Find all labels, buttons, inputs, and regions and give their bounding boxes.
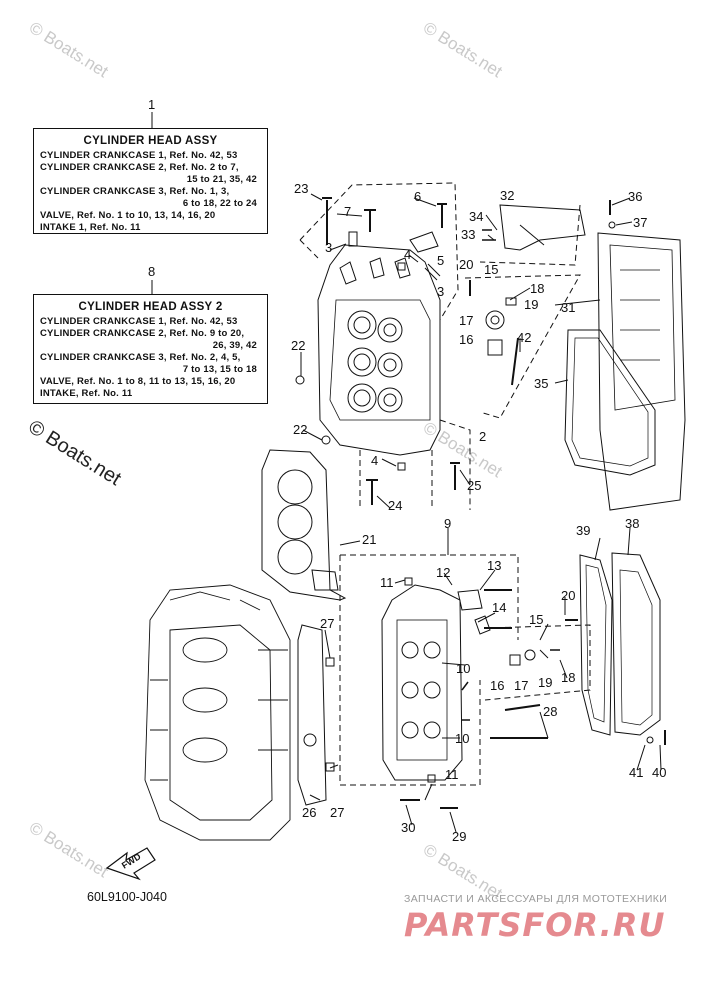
callout-19: 19 <box>538 675 553 690</box>
legend-line: CYLINDER CRANKCASE 1, Ref. No. 42, 53 <box>40 316 238 327</box>
callout-35: 35 <box>534 376 549 391</box>
callout-12: 12 <box>436 565 451 580</box>
legend-line: CYLINDER CRANKCASE 3, Ref. No. 1, 3, <box>40 186 230 197</box>
callout-26: 26 <box>302 805 317 820</box>
head-gasket <box>261 449 347 601</box>
callout-32: 32 <box>500 188 515 203</box>
callout-37: 37 <box>633 215 648 230</box>
callout-3: 3 <box>325 240 333 255</box>
callout-21: 21 <box>362 532 377 547</box>
lower-cylinder-head <box>381 584 463 781</box>
callout-6: 6 <box>414 189 422 204</box>
legend-cylinder-head-assy: CYLINDER HEAD ASSY CYLINDER CRANKCASE 1,… <box>33 128 268 234</box>
callout-16: 16 <box>459 332 474 347</box>
legend-line: CYLINDER CRANKCASE 3, Ref. No. 2, 4, 5, <box>40 352 241 363</box>
callout-3: 3 <box>437 284 445 299</box>
legend-line: INTAKE, Ref. No. 11 <box>40 388 133 399</box>
upper-valve-cover <box>597 232 686 511</box>
legend-line: INTAKE 1, Ref. No. 11 <box>40 222 141 233</box>
callout-10: 10 <box>456 661 471 676</box>
callout-38: 38 <box>625 516 640 531</box>
callout-24: 24 <box>388 498 403 513</box>
callout-41: 41 <box>629 765 644 780</box>
callout-42: 42 <box>517 330 532 345</box>
callout-9: 9 <box>444 516 452 531</box>
callout-11: 11 <box>445 767 459 782</box>
legend-line: VALVE, Ref. No. 1 to 8, 11 to 13, 15, 16… <box>40 376 236 387</box>
callout-27: 27 <box>330 805 345 820</box>
upper-cylinder-head <box>317 231 441 456</box>
callout-22: 22 <box>291 338 306 353</box>
callout-15: 15 <box>484 262 499 277</box>
callout-15: 15 <box>529 612 544 627</box>
callout-22: 22 <box>293 422 308 437</box>
callout-33: 33 <box>461 227 476 242</box>
callout-8: 8 <box>148 264 156 279</box>
callout-25: 25 <box>467 478 482 493</box>
legend-line: 15 to 21, 35, 42 <box>186 174 257 185</box>
legend-line: CYLINDER CRANKCASE 1, Ref. No. 42, 53 <box>40 150 238 161</box>
callout-29: 29 <box>452 829 467 844</box>
callout-40: 40 <box>652 765 667 780</box>
legend-line: 6 to 18, 22 to 24 <box>182 198 257 209</box>
callout-18: 18 <box>561 670 576 685</box>
legend-line: VALVE, Ref. No. 1 to 10, 13, 14, 16, 20 <box>40 210 216 221</box>
callout-23: 23 <box>294 181 309 196</box>
callout-19: 19 <box>524 297 539 312</box>
callout-20: 20 <box>459 257 474 272</box>
callout-27: 27 <box>320 616 335 631</box>
callout-7: 7 <box>344 204 352 219</box>
callout-18: 18 <box>530 281 545 296</box>
callout-4: 4 <box>404 247 412 262</box>
callout-31: 31 <box>561 300 576 315</box>
legend-line: CYLINDER CRANKCASE 2, Ref. No. 9 to 20, <box>40 328 245 339</box>
callout-5: 5 <box>437 253 445 268</box>
fwd-arrow-icon <box>105 847 156 881</box>
shop-logo: PARTSFOR.RU <box>404 906 666 944</box>
legend-line: 26, 39, 42 <box>212 340 257 351</box>
callout-13: 13 <box>487 558 502 573</box>
callout-20: 20 <box>561 588 576 603</box>
part-number: 60L9100-J040 <box>87 890 167 904</box>
legend-cylinder-head-assy-2: CYLINDER HEAD ASSY 2 CYLINDER CRANKCASE … <box>33 294 268 404</box>
callout-16: 16 <box>490 678 505 693</box>
legend-line: 7 to 13, 15 to 18 <box>182 364 257 375</box>
legend-title: CYLINDER HEAD ASSY <box>83 135 218 147</box>
legend-line: CYLINDER CRANKCASE 2, Ref. No. 2 to 7, <box>40 162 239 173</box>
callout-17: 17 <box>459 313 474 328</box>
shop-subtitle: ЗАПЧАСТИ И АКСЕССУАРЫ ДЛЯ МОТОТЕХНИКИ <box>404 893 668 905</box>
callout-30: 30 <box>401 820 416 835</box>
engine-block <box>144 584 291 841</box>
callout-1: 1 <box>148 97 156 112</box>
callout-28: 28 <box>543 704 558 719</box>
callout-14: 14 <box>492 600 507 615</box>
callout-39: 39 <box>576 523 591 538</box>
callout-34: 34 <box>469 209 484 224</box>
callout-36: 36 <box>628 189 643 204</box>
callout-11: 11 <box>380 575 394 590</box>
legend-title: CYLINDER HEAD ASSY 2 <box>78 301 223 313</box>
callout-17: 17 <box>514 678 529 693</box>
callout-10: 10 <box>455 731 470 746</box>
callout-4: 4 <box>371 453 379 468</box>
lower-valve-cover <box>611 552 661 736</box>
callout-2: 2 <box>479 429 487 444</box>
